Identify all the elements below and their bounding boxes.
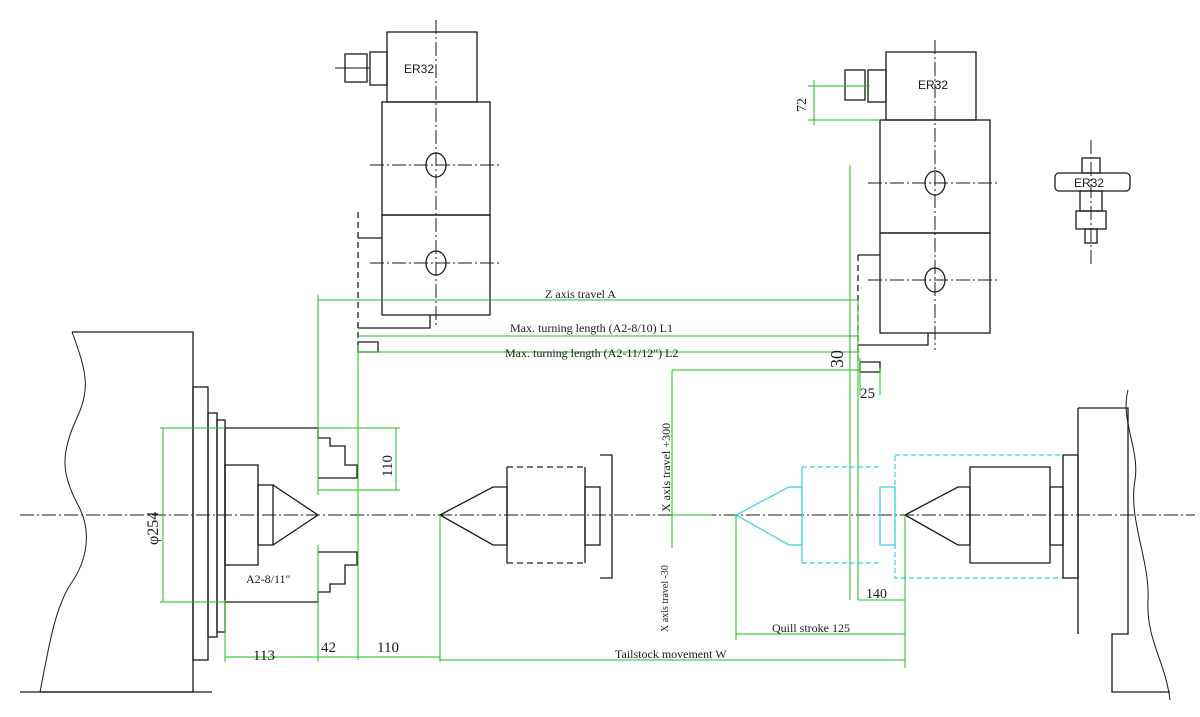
dim-phi254: φ254 (145, 512, 162, 545)
dim-113: 113 (253, 648, 275, 664)
z-axis-travel-label: Z axis travel A (545, 287, 616, 301)
quill-stroke-label: Quill stroke 125 (772, 621, 850, 635)
tool-holder-label: ER32 (1074, 176, 1104, 190)
turret-label-right: ER32 (918, 78, 948, 92)
er32-tool-holder: ER32 (1054, 140, 1131, 265)
dim-110-vertical: 110 (380, 455, 396, 477)
spindle-nose-label: A2-8/11" (246, 572, 291, 586)
max-turning-length-l2: Max. turning length (A2-11/12") L2 (505, 346, 678, 360)
headstock-body (20, 331, 226, 693)
dimension-lines (160, 80, 906, 668)
dim-42: 42 (321, 640, 336, 656)
tailstock-movement-label: Tailstock movement W (615, 647, 727, 661)
dim-140: 140 (866, 587, 887, 602)
tailstock-cyan-position (734, 454, 1064, 579)
max-turning-length-l1: Max. turning length (A2-8/10) L1 (510, 321, 673, 335)
dim-25: 25 (860, 386, 875, 402)
turret-right: ER32 (830, 40, 1000, 373)
tailstock-retracted (438, 454, 613, 579)
dim-110-horizontal: 110 (377, 640, 399, 656)
turret-left: ER32 (335, 20, 500, 353)
tailstock-extended (903, 389, 1171, 701)
x-axis-travel-minus: X axis travel -30 (660, 565, 671, 632)
dim-72: 72 (795, 98, 810, 112)
dim-30: 30 (827, 350, 847, 368)
x-axis-travel-plus: X axis travel +300 (659, 423, 673, 512)
turret-label-left: ER32 (404, 62, 434, 76)
